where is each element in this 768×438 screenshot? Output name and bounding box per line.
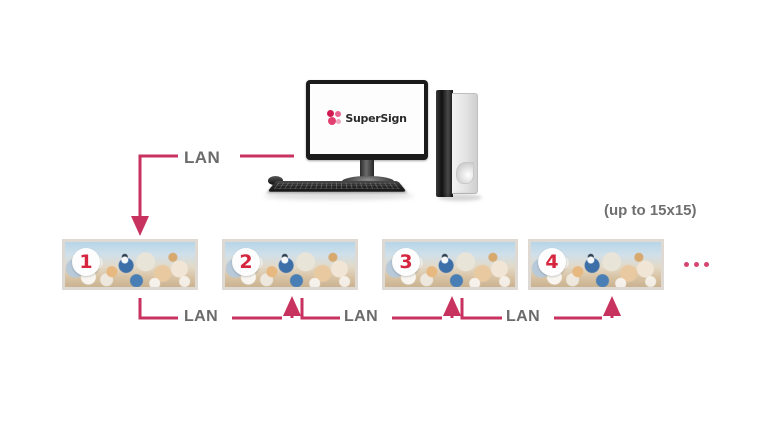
keyboard-icon — [267, 180, 407, 192]
supersign-logo-text: SuperSign — [345, 111, 407, 125]
panel-number: 1 — [79, 250, 93, 273]
monitor: SuperSign — [306, 80, 428, 187]
mouse-icon — [268, 176, 283, 185]
panel-number-badge: 4 — [538, 248, 566, 276]
supersign-logo: SuperSign — [327, 110, 407, 126]
panel-number: 3 — [399, 250, 413, 273]
display-panel-2[interactable]: 2 — [222, 239, 358, 290]
tower-front-panel — [436, 90, 453, 197]
panel-number-badge: 3 — [392, 248, 420, 276]
arrow-down-to-display1 — [131, 216, 149, 236]
panel-number-badge: 2 — [232, 248, 260, 276]
display-panel-1[interactable]: 1 — [62, 239, 198, 290]
monitor-screen: SuperSign — [310, 84, 424, 154]
desktop-pc-tower — [436, 90, 482, 201]
panel-number-badge: 1 — [72, 248, 100, 276]
panel-number: 4 — [545, 250, 559, 273]
lan-label-chain-2: LAN — [344, 308, 379, 325]
monitor-neck — [360, 160, 374, 178]
continuation-ellipsis-icon — [684, 262, 709, 267]
display-panel-4[interactable]: 4 — [528, 239, 664, 290]
tower-vent-icon — [456, 162, 474, 184]
arrow-up-to-display4 — [603, 296, 621, 316]
lan-label-chain-3: LAN — [506, 308, 541, 325]
lan-label-pc: LAN — [184, 148, 221, 167]
panel-number: 2 — [239, 250, 253, 273]
desk-shadow — [264, 192, 414, 200]
arrow-up-to-display3 — [443, 296, 461, 316]
tower-shadow — [438, 194, 482, 201]
arrow-up-to-display2 — [283, 296, 301, 316]
lan-label-chain-1: LAN — [184, 308, 219, 325]
keyboard-keys — [273, 182, 401, 189]
display-panel-3[interactable]: 3 — [382, 239, 518, 290]
capacity-note: (up to 15x15) — [604, 202, 697, 219]
supersign-dots-logo-icon — [327, 110, 342, 126]
